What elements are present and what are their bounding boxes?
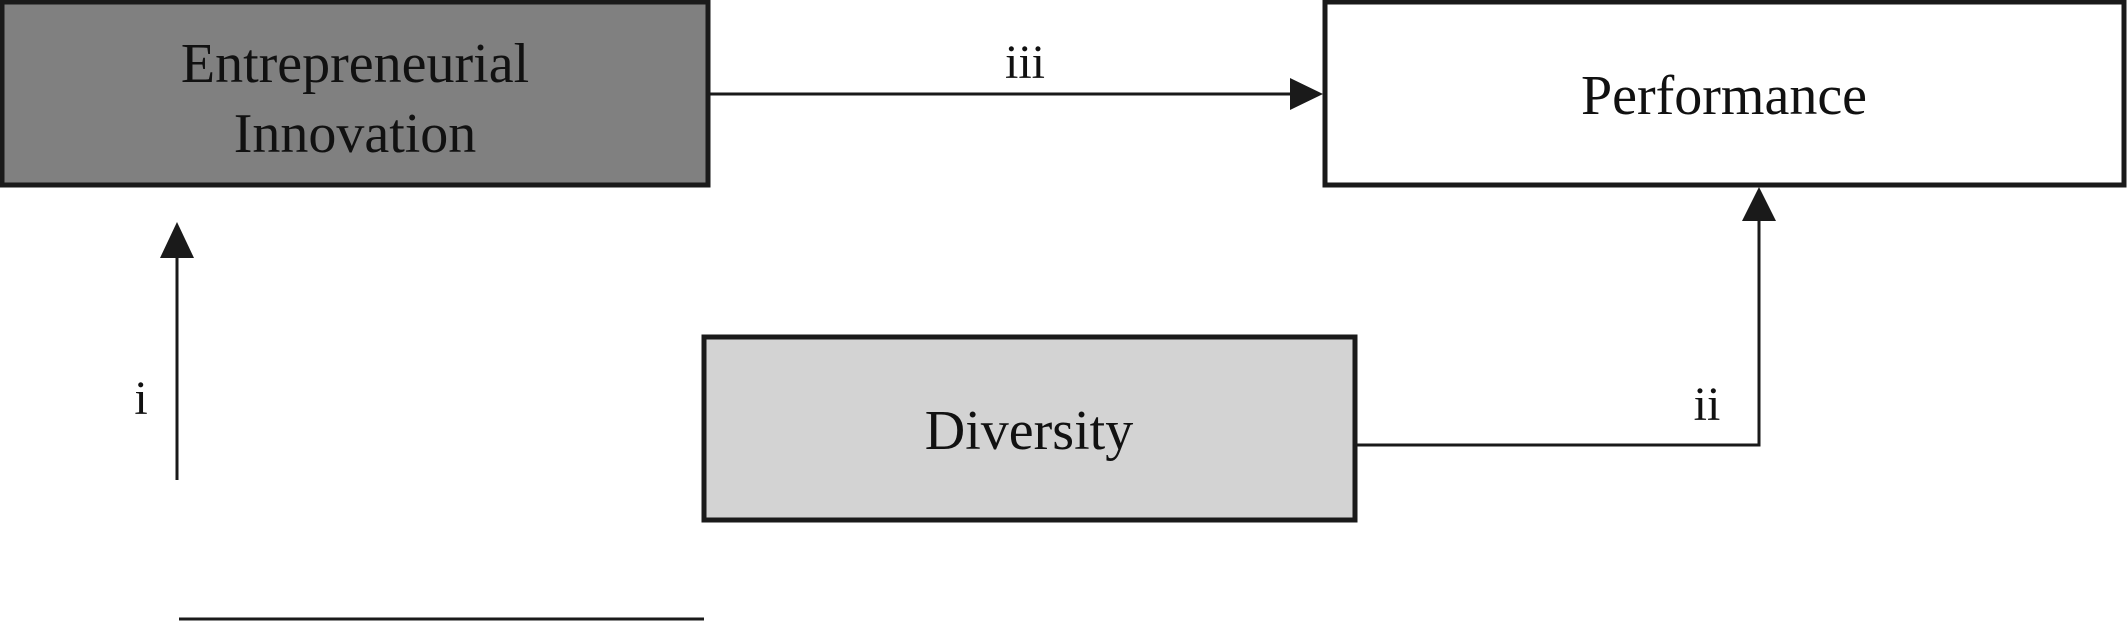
diversity-label: Diversity [925, 400, 1133, 462]
edge-i-arrowhead [160, 222, 194, 258]
edge-ii-arrowhead [1742, 187, 1776, 221]
edge-iii: iii [710, 36, 1323, 110]
edge-iii-label: iii [1005, 36, 1045, 89]
edge-i-label: i [134, 372, 147, 425]
entrepreneurial-innovation-label-line2: Innovation [234, 103, 477, 165]
edge-ii: ii [1357, 187, 1776, 447]
performance-box [1322, 0, 2127, 188]
entrepreneurial-innovation-box [0, 0, 711, 188]
performance-node: Performance [1322, 0, 2127, 188]
entrepreneurial-innovation-node: Entrepreneurial Innovation [0, 0, 711, 188]
diversity-node: Diversity [701, 334, 1358, 523]
edge-ii-label: ii [1694, 378, 1721, 431]
edge-i: i [134, 222, 194, 480]
diversity-box [701, 334, 1358, 523]
performance-label: Performance [1581, 65, 1867, 127]
entrepreneurial-innovation-label-line1: Entrepreneurial [181, 33, 529, 95]
edge-iii-arrowhead [1290, 78, 1323, 110]
edge-ii-line [1357, 220, 1761, 447]
